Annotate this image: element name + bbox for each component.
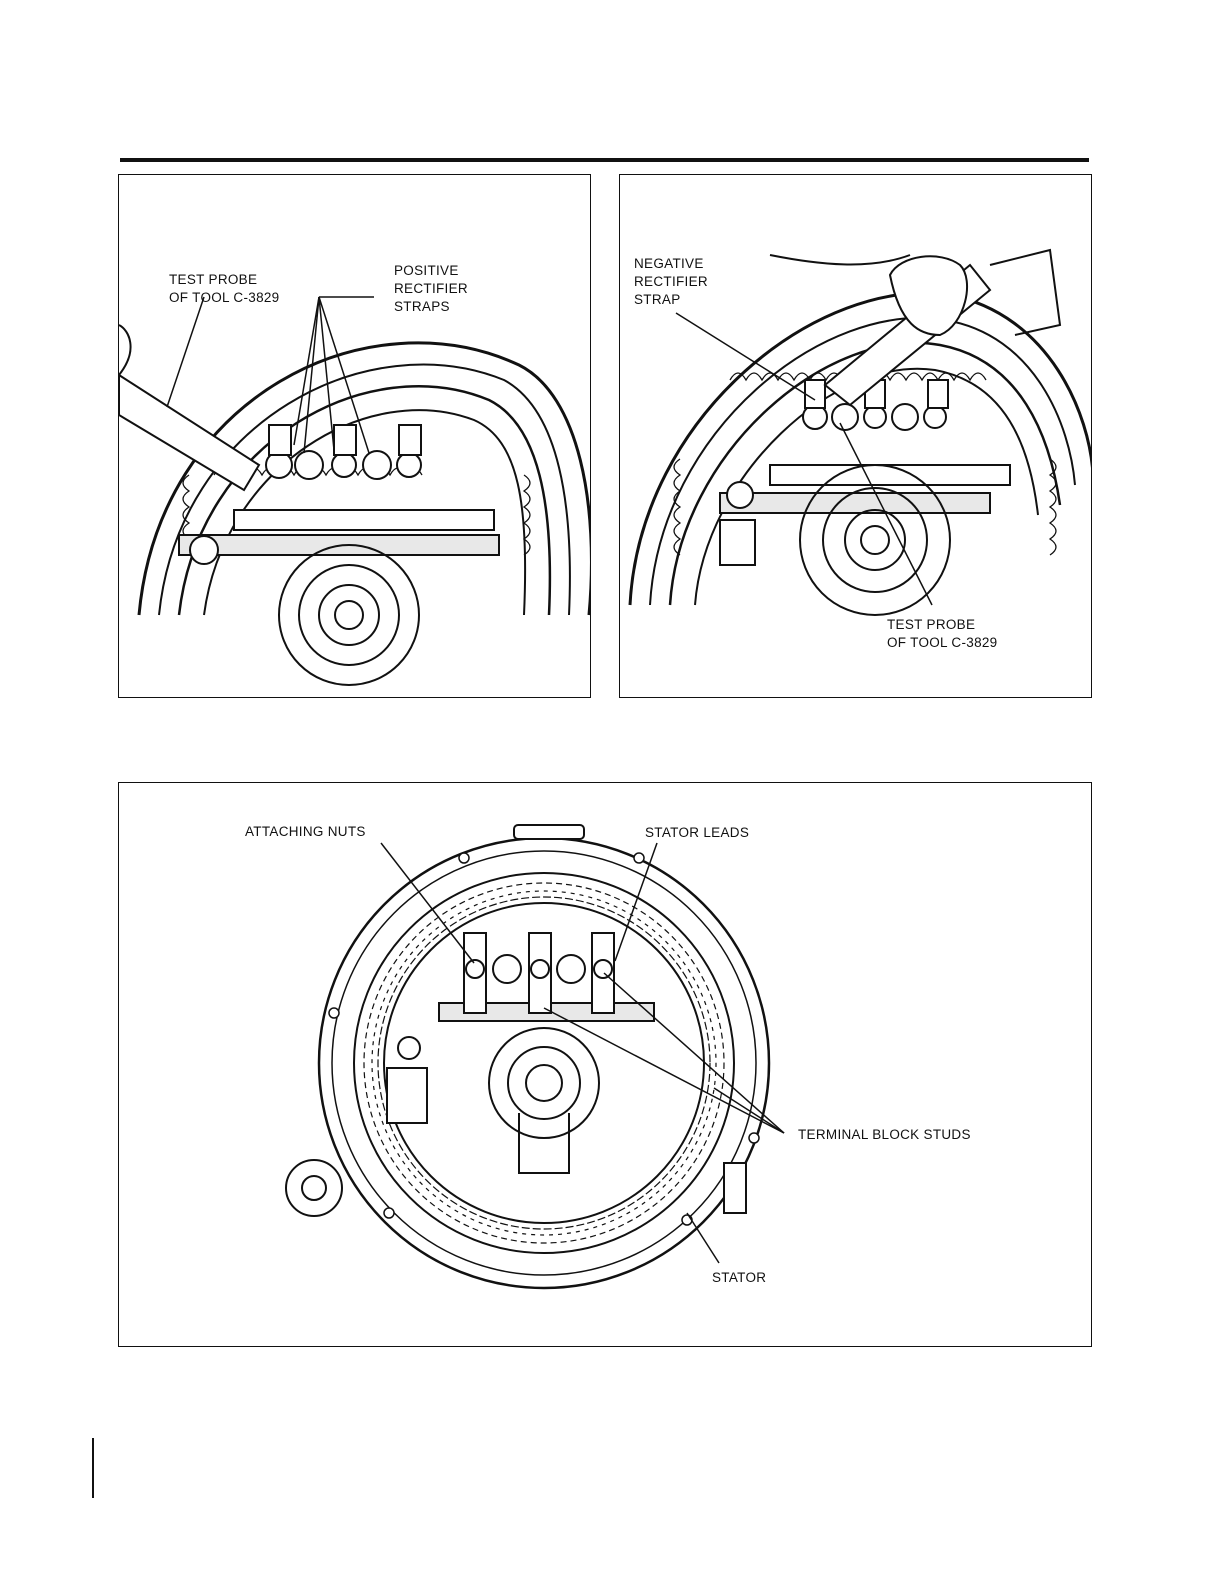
margin-rule bbox=[92, 1438, 94, 1498]
callout-attaching-nuts: ATTACHING NUTS bbox=[245, 823, 366, 841]
callout-line: POSITIVE bbox=[394, 262, 468, 280]
callout-negative-rectifier-strap: NEGATIVE RECTIFIER STRAP bbox=[634, 255, 708, 309]
alternator-illustration-negative bbox=[620, 175, 1092, 698]
callout-line: RECTIFIER bbox=[634, 273, 708, 291]
callout-line: NEGATIVE bbox=[634, 255, 708, 273]
callout-line: TEST PROBE bbox=[887, 616, 998, 634]
figure-stator-removal: ATTACHING NUTS STATOR LEADS TERMINAL BLO… bbox=[118, 782, 1092, 1347]
callout-line: RECTIFIER bbox=[394, 280, 468, 298]
callout-positive-rectifier-straps: POSITIVE RECTIFIER STRAPS bbox=[394, 262, 468, 316]
callout-line: STRAPS bbox=[394, 298, 468, 316]
figure-positive-rectifier-test: TEST PROBE OF TOOL C-3829 POSITIVE RECTI… bbox=[118, 174, 591, 698]
callout-line: STATOR LEADS bbox=[645, 824, 749, 842]
callout-stator: STATOR bbox=[712, 1269, 766, 1287]
alternator-illustration-positive bbox=[119, 175, 591, 698]
alternator-illustration-stator bbox=[119, 783, 1092, 1347]
callout-line: OF TOOL C-3829 bbox=[887, 634, 998, 652]
callout-line: TERMINAL BLOCK STUDS bbox=[798, 1126, 971, 1144]
callout-line: STATOR bbox=[712, 1269, 766, 1287]
callout-line: OF TOOL C-3829 bbox=[169, 289, 280, 307]
callout-test-probe: TEST PROBE OF TOOL C-3829 bbox=[169, 271, 280, 307]
callout-line: ATTACHING NUTS bbox=[245, 823, 366, 841]
callout-stator-leads: STATOR LEADS bbox=[645, 824, 749, 842]
figure-negative-rectifier-test: NEGATIVE RECTIFIER STRAP TEST PROBE OF T… bbox=[619, 174, 1092, 698]
callout-test-probe: TEST PROBE OF TOOL C-3829 bbox=[887, 616, 998, 652]
header-rule bbox=[120, 158, 1089, 162]
callout-line: STRAP bbox=[634, 291, 708, 309]
callout-line: TEST PROBE bbox=[169, 271, 280, 289]
callout-terminal-block-studs: TERMINAL BLOCK STUDS bbox=[798, 1126, 971, 1144]
